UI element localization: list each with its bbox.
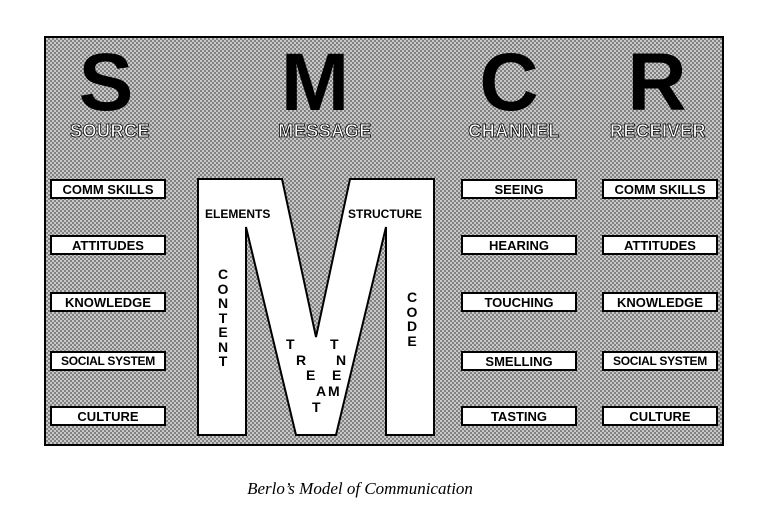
message-elements-label: ELEMENTS — [205, 207, 271, 221]
source-item-attitudes: ATTITUDES — [50, 235, 166, 255]
source-item-social-system: SOCIAL SYSTEM — [50, 351, 166, 371]
treatment-letter: A — [316, 383, 327, 399]
treatment-letter: T — [312, 399, 321, 415]
letter-s: S — [78, 37, 134, 128]
treatment-letter: R — [296, 352, 307, 368]
treatment-letter: M — [328, 383, 340, 399]
treatment-letter: E — [306, 367, 316, 383]
heading-message: MESSAGE — [278, 121, 372, 142]
message-structure-label: STRUCTURE — [348, 207, 422, 221]
channel-item-seeing: SEEING — [461, 179, 577, 199]
treatment-letter: T — [286, 336, 295, 352]
letter-r: R — [627, 37, 687, 128]
receiver-item-social-system: SOCIAL SYSTEM — [602, 351, 718, 371]
message-m-shape — [197, 178, 435, 436]
receiver-item-knowledge: KNOWLEDGE — [602, 292, 718, 312]
letter-m: M — [280, 37, 350, 128]
channel-item-touching: TOUCHING — [461, 292, 577, 312]
channel-item-hearing: HEARING — [461, 235, 577, 255]
receiver-item-attitudes: ATTITUDES — [602, 235, 718, 255]
source-item-knowledge: KNOWLEDGE — [50, 292, 166, 312]
figure-caption: Berlo’s Model of Communication — [247, 479, 473, 498]
receiver-item-culture: CULTURE — [602, 406, 718, 426]
source-item-comm-skills: COMM SKILLS — [50, 179, 166, 199]
channel-item-smelling: SMELLING — [461, 351, 577, 371]
source-item-culture: CULTURE — [50, 406, 166, 426]
heading-source: SOURCE — [69, 121, 150, 142]
heading-receiver: RECEIVER — [609, 121, 707, 142]
letter-c: C — [479, 37, 539, 128]
channel-item-tasting: TASTING — [461, 406, 577, 426]
treatment-letter: N — [336, 352, 347, 368]
receiver-item-comm-skills: COMM SKILLS — [602, 179, 718, 199]
treatment-letter: E — [332, 367, 342, 383]
treatment-letter: T — [330, 336, 339, 352]
heading-channel: CHANNEL — [468, 121, 560, 142]
